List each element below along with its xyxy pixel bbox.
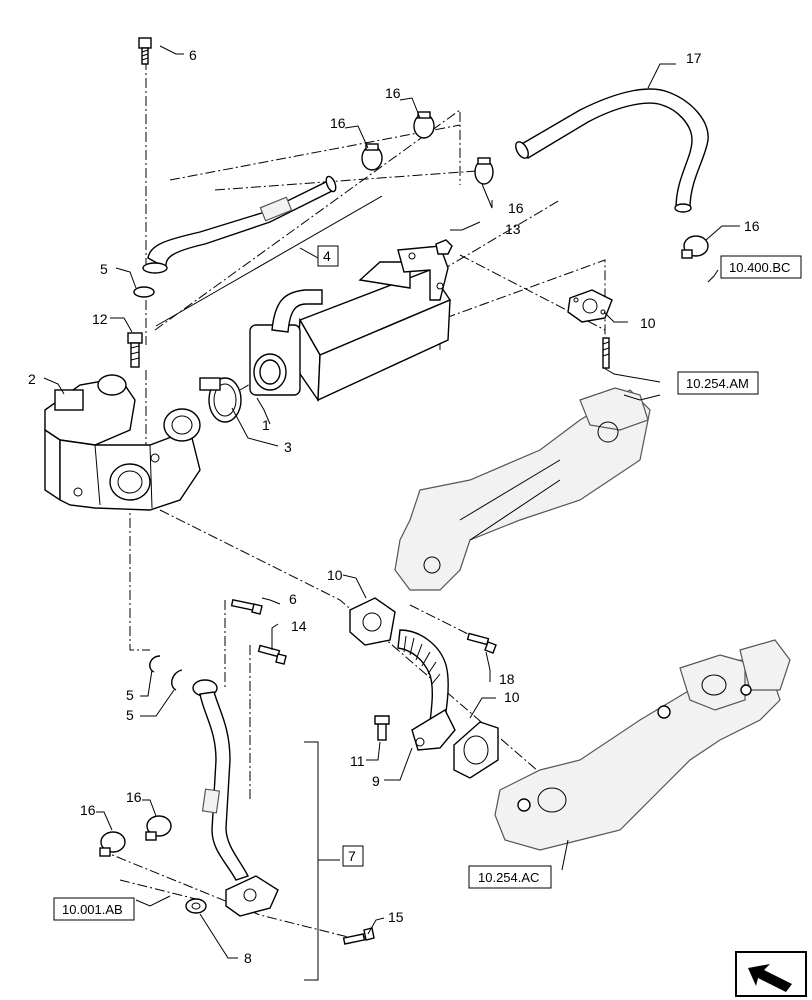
- o-ring-5-upper: [133, 286, 155, 298]
- svg-text:10.001.AB: 10.001.AB: [62, 902, 123, 917]
- boxed-callout-4: 4: [317, 245, 339, 267]
- callout-13: 13: [505, 221, 521, 237]
- callout-5-lower-a: 5: [126, 687, 134, 703]
- svg-text:10.400.BC: 10.400.BC: [729, 260, 790, 275]
- callout-5-upper: 5: [100, 261, 108, 277]
- callout-16-d: 16: [744, 218, 760, 234]
- svg-text:10.254.AM: 10.254.AM: [686, 376, 749, 391]
- callout-16-e: 16: [80, 802, 96, 818]
- egr-pipe-4: [142, 175, 337, 274]
- svg-text:7: 7: [348, 848, 356, 864]
- gasket-10-middle: [349, 597, 396, 646]
- callout-5-lower-b: 5: [126, 707, 134, 723]
- egr-cooler-1: [249, 245, 452, 403]
- callout-10-middle: 10: [327, 567, 343, 583]
- exhaust-manifold: [494, 639, 791, 851]
- callout-11: 11: [350, 753, 365, 769]
- callout-16-b: 16: [330, 115, 346, 131]
- reference-10-001-ab[interactable]: 10.001.AB: [53, 897, 135, 921]
- stud-10: [602, 337, 610, 369]
- bolt-6-top: [138, 37, 152, 65]
- callout-18: 18: [499, 671, 515, 687]
- bolt-12: [127, 332, 143, 368]
- callout-16-c: 16: [508, 200, 524, 216]
- o-rings-5-lower: [149, 655, 183, 691]
- reference-10-254-am[interactable]: 10.254.AM: [677, 371, 759, 395]
- bolt-13: [435, 239, 453, 255]
- callout-16-f: 16: [126, 789, 142, 805]
- callout-6-top: 6: [189, 47, 197, 63]
- reference-10-400-bc[interactable]: 10.400.BC: [720, 255, 802, 279]
- svg-text:10.254.AC: 10.254.AC: [478, 870, 539, 885]
- intake-manifold: [394, 387, 651, 591]
- hose-clamps-16: [99, 111, 709, 857]
- callout-12: 12: [92, 311, 108, 327]
- reference-10-254-ac[interactable]: 10.254.AC: [468, 865, 552, 889]
- callout-numbers: 6 16 16 16 17 16 13 5 12 2 1 3 10 10 6 1…: [28, 47, 760, 966]
- boxed-callout-7: 7: [342, 845, 364, 867]
- gasket-10-upper: [567, 289, 613, 323]
- gasket-10-lower: [453, 721, 499, 779]
- egr-pipe-7: [192, 679, 279, 917]
- callout-10-lower: 10: [504, 689, 520, 705]
- callout-9: 9: [372, 773, 380, 789]
- callout-6-lower: 6: [289, 591, 297, 607]
- callout-14: 14: [291, 618, 307, 634]
- corrugated-pipe-9: [397, 629, 456, 751]
- callout-3: 3: [284, 439, 292, 455]
- bolts-lower: [230, 598, 497, 945]
- callout-8: 8: [244, 950, 252, 966]
- egr-valve-2: [44, 374, 201, 511]
- callout-15: 15: [388, 909, 404, 925]
- leader-lines: [43, 45, 740, 981]
- svg-text:4: 4: [323, 248, 331, 264]
- callout-2: 2: [28, 371, 36, 387]
- callout-1: 1: [262, 417, 270, 433]
- arrow-icon[interactable]: [735, 951, 807, 997]
- clamp-3: [199, 377, 242, 423]
- callout-10-upper: 10: [640, 315, 656, 331]
- callout-16-a: 16: [385, 85, 401, 101]
- washer-8: [185, 898, 207, 914]
- callout-17: 17: [686, 50, 702, 66]
- egr-pipe-17: [515, 88, 709, 213]
